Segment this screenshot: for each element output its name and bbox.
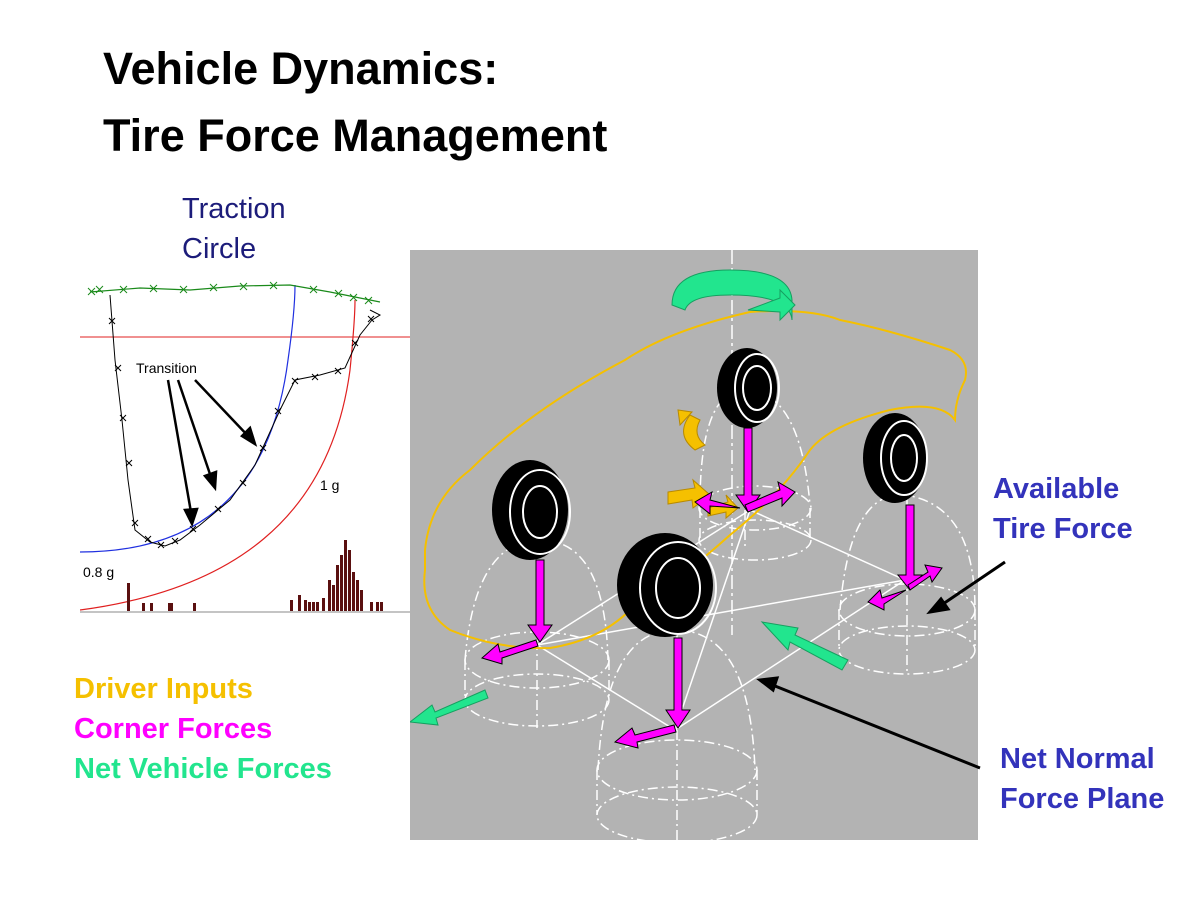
slide-title-line1: Vehicle Dynamics: [103,43,499,94]
car-body-outline [423,310,967,650]
trajectory-path [109,294,382,547]
transition-label: Transition [136,360,197,376]
green-trajectory [89,284,381,303]
point8-g-label: 0.8 g [83,564,114,580]
tire-rear-right [717,348,780,428]
legend-corner-forces: Corner Forces [74,713,273,745]
tire-front-left [617,533,717,637]
legend-driver-inputs: Driver Inputs [74,673,253,705]
transition-arrows [166,379,258,528]
net-vehicle-force-arrows [410,269,849,726]
trajectory-markers [108,315,375,549]
one-g-label: 1 g [320,477,339,493]
corner-force-arrows [480,427,943,749]
histogram-bars [127,540,383,611]
available-tire-force-label-line1: Available [993,473,1120,505]
traction-circle-plot: Transition 1 g 0.8 g [80,280,413,620]
legend-net-vehicle-forces: Net Vehicle Forces [74,753,332,785]
traction-circle-label-line1: Traction [182,193,286,225]
available-tire-force-label-line2: Tire Force [993,513,1133,545]
force-plane [536,509,906,731]
tire-rear-left [863,413,928,503]
net-normal-force-label-line2: Force Plane [1000,783,1165,815]
vehicle-force-scene [410,250,978,840]
slide-title-line2: Tire Force Management [103,110,608,161]
net-normal-force-label-line1: Net Normal [1000,743,1155,775]
point8-g-circle [80,284,296,553]
traction-circle-label-line2: Circle [182,233,257,265]
tire-front-right [492,460,571,560]
one-g-circle [80,299,356,611]
green-markers [87,281,373,305]
